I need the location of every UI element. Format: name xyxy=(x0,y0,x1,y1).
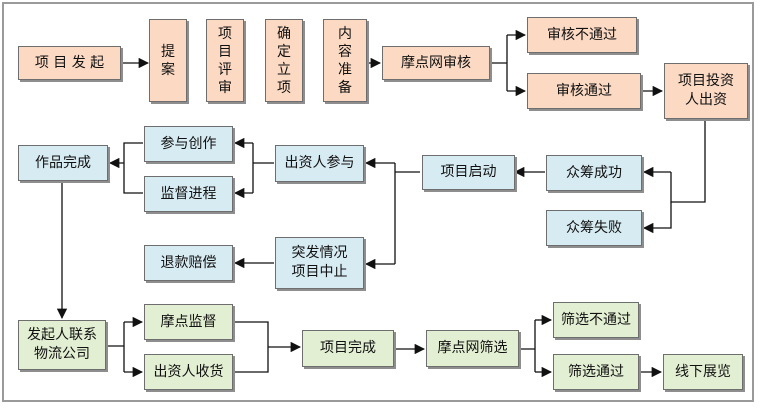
node-investor-join-label: 出资人参与 xyxy=(284,155,355,171)
node-refund-label: 退款赔偿 xyxy=(160,254,217,271)
node-screen-pass: 筛选通过 xyxy=(553,354,639,390)
edge-screen-split xyxy=(519,320,536,372)
edge-review-split xyxy=(490,35,508,91)
node-work-done: 作品完成 xyxy=(18,145,108,181)
node-platform-supervise: 摩点监督 xyxy=(144,304,233,340)
edge-investor-split xyxy=(670,119,706,203)
node-work-done-label: 作品完成 xyxy=(35,154,91,171)
edge-to-crowd-fail xyxy=(642,202,672,234)
node-supervise-progress: 监督进程 xyxy=(144,176,233,212)
node-emergency-stop: 突发情况项目中止 xyxy=(275,237,364,289)
node-emergency-stop-label: 突发情况项目中止 xyxy=(291,245,348,280)
node-investor-join: 出资人参与 xyxy=(275,145,364,182)
node-investor-fund-label: 项目投资人出资 xyxy=(678,73,734,108)
node-project-complete: 项目完成 xyxy=(302,330,394,367)
node-review-pass: 审核通过 xyxy=(527,73,641,109)
node-platform-review-label: 摩点网审核 xyxy=(401,54,471,71)
edge-start-split xyxy=(394,163,420,264)
node-review-fail-label: 审核不通过 xyxy=(547,26,617,43)
node-confirm: 确定立项 xyxy=(265,19,303,102)
node-review-pass-label: 审核通过 xyxy=(556,82,612,99)
node-project-start: 项目启动 xyxy=(422,155,515,190)
node-platform-screen-label: 摩点网筛选 xyxy=(437,340,508,356)
node-start-label: 项 目 发 起 xyxy=(34,54,105,71)
node-review-label: 项目评审 xyxy=(218,25,232,96)
node-crowd-fail-label: 众筹失败 xyxy=(566,219,622,236)
node-screen-fail-label: 筛选不通过 xyxy=(561,311,631,328)
node-receive: 出资人收货 xyxy=(144,354,233,390)
node-crowd-success: 众筹成功 xyxy=(546,155,642,191)
node-supervise-progress-label: 监督进程 xyxy=(160,185,217,202)
node-prepare: 内容准备 xyxy=(323,19,367,102)
node-screen-fail: 筛选不通过 xyxy=(553,302,639,338)
node-start: 项 目 发 起 xyxy=(18,46,121,80)
node-refund: 退款赔偿 xyxy=(144,245,233,281)
node-investor-fund: 项目投资人出资 xyxy=(664,63,748,119)
node-project-complete-label: 项目完成 xyxy=(320,340,376,356)
node-offline-show: 线下展览 xyxy=(663,354,743,390)
node-platform-screen: 摩点网筛选 xyxy=(426,330,519,367)
node-participate-label: 参与创作 xyxy=(160,135,217,152)
node-screen-pass-label: 筛选通过 xyxy=(568,363,624,380)
edge-ship-split xyxy=(106,322,125,372)
node-proposal: 提案 xyxy=(149,19,187,102)
edge-join-split xyxy=(252,143,274,193)
node-participate: 参与创作 xyxy=(144,126,233,162)
edge-merge-to-complete xyxy=(235,321,300,373)
node-ship-label: 发起人联系物流公司 xyxy=(26,327,97,362)
node-platform-review: 摩点网审核 xyxy=(382,46,490,80)
node-project-start-label: 项目启动 xyxy=(440,164,497,180)
node-crowd-fail: 众筹失败 xyxy=(546,210,642,246)
node-review: 项目评审 xyxy=(206,19,244,102)
node-offline-show-label: 线下展览 xyxy=(675,363,731,380)
node-proposal-label: 提案 xyxy=(161,43,175,78)
node-platform-supervise-label: 摩点监督 xyxy=(160,313,217,330)
edge-merge-to-work xyxy=(110,142,143,194)
node-review-fail: 审核不通过 xyxy=(527,17,637,53)
node-prepare-label: 内容准备 xyxy=(338,25,352,96)
node-crowd-success-label: 众筹成功 xyxy=(566,164,622,181)
node-receive-label: 出资人收货 xyxy=(153,363,224,380)
node-ship: 发起人联系物流公司 xyxy=(18,320,106,370)
node-confirm-label: 确定立项 xyxy=(277,25,291,96)
